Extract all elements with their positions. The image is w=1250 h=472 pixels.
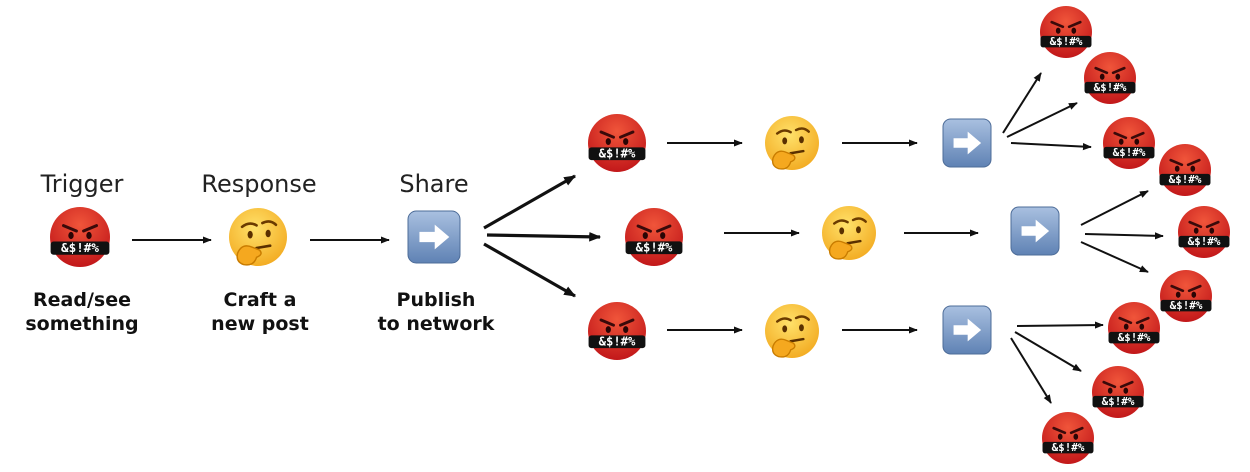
angry-cursing-face-icon: &$!#% [1084,52,1136,104]
curse-text: &$!#% [1102,395,1135,408]
arrow-share-to-branch-top [483,174,577,230]
angry-cursing-face-icon: &$!#% [1159,144,1211,196]
curse-text: &$!#% [1094,81,1127,94]
angry-cursing-face-icon: &$!#% [588,302,646,360]
arrow-fan2-b [1084,232,1164,240]
arrow-fan2-c [1080,241,1149,273]
right-arrow-button-icon [1010,206,1060,256]
curse-text: &$!#% [1050,35,1083,48]
arrow-share-to-branch-bottom [483,242,577,298]
thinking-face-icon [229,208,287,266]
stage-desc-trigger-line2: something [25,313,138,335]
arrow-fan2-a [1080,190,1149,226]
stage-desc-share-line1: Publish [397,289,476,311]
angry-cursing-face-icon: &$!#% [1092,366,1144,418]
thinking-face-icon [765,304,819,358]
arrow-fan3-c [1010,337,1052,404]
angry-cursing-face-icon: &$!#% [1103,117,1155,169]
curse-text: &$!#% [1113,146,1146,159]
stage-label-share: Share [399,170,468,198]
curse-text: &$!#% [1118,331,1151,344]
arrow-fan3-b [1014,331,1082,372]
curse-text: &$!#% [61,240,99,255]
curse-text: &$!#% [1170,299,1203,312]
angry-cursing-face-icon: &$!#% [625,208,683,266]
arrow-fan1-c [1010,142,1092,151]
stage-desc-share-line2: to network [378,313,495,335]
curse-text: &$!#% [1169,173,1202,186]
stage-label-trigger: Trigger [40,170,124,198]
curse-text: &$!#% [1188,235,1221,248]
angry-cursing-face-icon: &$!#% [588,114,646,172]
stage-desc-response-line2: new post [211,313,309,335]
stage-desc-response-line1: Craft a [224,289,297,311]
angry-cursing-face-icon: &$!#% [1160,270,1212,322]
thinking-face-icon [765,116,819,170]
stage-label-response: Response [201,170,316,198]
right-arrow-button-icon [407,210,461,264]
arrow-fan3-a [1016,321,1104,329]
angry-cursing-face-icon: &$!#% [1178,206,1230,258]
angry-cursing-face-icon: &$!#% [1040,6,1092,58]
arrow-share-to-branch-middle [486,232,602,242]
arrow-fan1-a [1002,72,1042,134]
right-arrow-button-icon [942,118,992,168]
stage-desc-trigger-line1: Read/see [33,289,131,311]
arrow-fan1-b [1006,102,1078,138]
curse-text: &$!#% [1052,441,1085,454]
nodes-layer: &$!#% &$!#% &$!#% &$!#% &$!#% &$!#% &$!#% &$!#%… [50,6,1230,464]
angry-cursing-face-icon: &$!#% [1042,412,1094,464]
angry-cursing-face-icon: &$!#% [50,207,110,267]
curse-text: &$!#% [599,147,636,161]
curse-text: &$!#% [636,241,673,255]
thinking-face-icon [822,206,876,260]
angry-cursing-face-icon: &$!#% [1108,302,1160,354]
right-arrow-button-icon [942,305,992,355]
curse-text: &$!#% [599,335,636,349]
arrows-layer [132,72,1164,404]
